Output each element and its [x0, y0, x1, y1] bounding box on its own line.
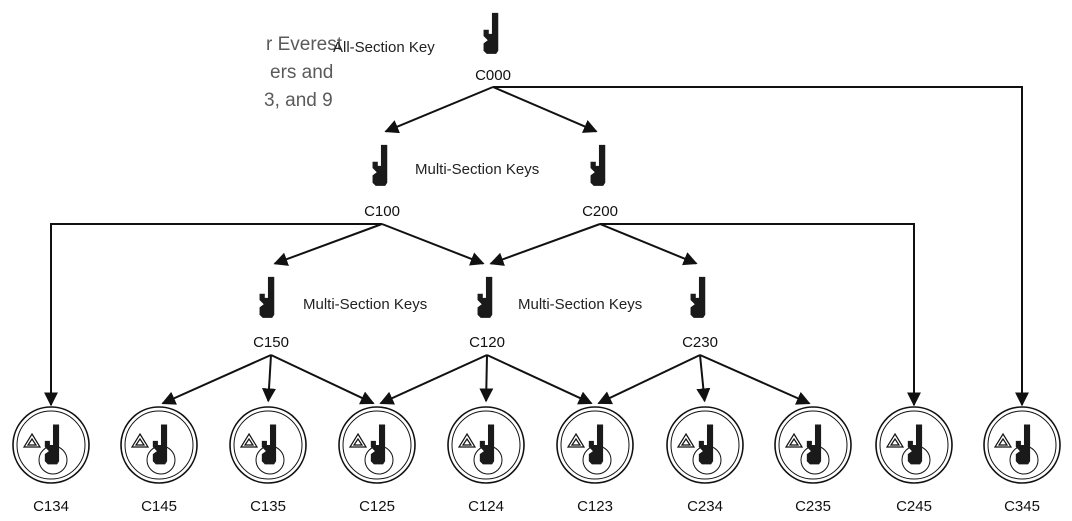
lock-cylinder-c234: C234 — [666, 406, 744, 515]
arrow-c100-to-c120 — [381, 223, 485, 266]
key-code-c000: C000 — [475, 67, 511, 84]
cylinder-inner-ring — [879, 410, 949, 480]
connector-arrows — [44, 86, 1029, 407]
lock-cylinder-c145: C145 — [120, 406, 198, 515]
brand-triangle-icon — [457, 432, 477, 448]
key-code-c150: C150 — [253, 334, 289, 351]
lock-cylinder-c125: C125 — [338, 406, 416, 515]
brand-triangle-icon — [676, 432, 696, 448]
arrow-c150-to-c125 — [270, 354, 375, 405]
arrow-c000-to-c100 — [384, 86, 494, 134]
arrow-c100-to-c134 — [44, 223, 382, 407]
lock-cylinder-c134: C134 — [12, 406, 90, 515]
arrow-c100-to-c150 — [273, 223, 383, 266]
arrow-c150-to-c145 — [161, 354, 272, 405]
cylinder-code-c245: C245 — [896, 498, 932, 515]
arrow-c230-to-c234 — [696, 354, 711, 403]
multi-section-keys-label: Multi-Section Keys — [518, 296, 642, 313]
brand-triangle-icon — [993, 432, 1013, 448]
arrow-c120-to-c125 — [379, 354, 488, 405]
brand-triangle-icon — [130, 432, 150, 448]
lock-cylinder-c124: C124 — [447, 406, 525, 515]
key-icon — [590, 144, 606, 186]
all-section-key-label: All-Section Key — [333, 39, 435, 56]
arrow-c120-to-c123 — [486, 354, 593, 405]
cylinder-inner-ring — [987, 410, 1057, 480]
multi-section-key-node-c200: C200 — [582, 144, 618, 220]
cylinder-inner-ring — [124, 410, 194, 480]
all-section-key-node: All-Section Key C000 — [333, 12, 511, 84]
key-icon — [372, 144, 388, 186]
lock-cylinder-c245: C245 — [875, 406, 953, 515]
lock-cylinder-c345: C345 — [983, 406, 1061, 515]
key-icon — [690, 276, 706, 318]
cylinder-inner-ring — [560, 410, 630, 480]
multi-section-keys-label: Multi-Section Keys — [415, 161, 539, 178]
brand-triangle-icon — [566, 432, 586, 448]
arrow-c000-to-c345 — [493, 86, 1029, 407]
brand-triangle-icon — [348, 432, 368, 448]
key-icon — [477, 276, 493, 318]
cylinder-code-c145: C145 — [141, 498, 177, 515]
key-code-c100: C100 — [364, 203, 400, 220]
brand-triangle-icon — [239, 432, 259, 448]
intro-line-2: ers and — [270, 62, 334, 83]
key-code-c230: C230 — [682, 334, 718, 351]
brand-triangle-icon — [885, 432, 905, 448]
cylinder-inner-ring — [778, 410, 848, 480]
cylinder-code-c124: C124 — [468, 498, 504, 515]
cylinder-code-c235: C235 — [795, 498, 831, 515]
arrow-c120-to-c124 — [479, 354, 494, 403]
multi-section-key-node-c230: C230 — [682, 276, 718, 351]
intro-text: r Everest ers and 3, and 9 — [0, 31, 343, 115]
cylinder-inner-ring — [342, 410, 412, 480]
arrow-c200-to-c230 — [599, 223, 698, 266]
arrow-c200-to-c120 — [489, 223, 601, 266]
key-icon — [259, 276, 275, 318]
cylinder-code-c135: C135 — [250, 498, 286, 515]
key-code-c200: C200 — [582, 203, 618, 220]
brand-triangle-icon — [784, 432, 804, 448]
key-code-c120: C120 — [469, 334, 505, 351]
arrow-c150-to-c135 — [262, 354, 276, 403]
cylinder-code-c345: C345 — [1004, 498, 1040, 515]
arrow-c000-to-c200 — [492, 86, 598, 133]
arrow-c230-to-c235 — [699, 354, 811, 405]
cylinder-code-c125: C125 — [359, 498, 395, 515]
multi-section-keys-label: Multi-Section Keys — [303, 296, 427, 313]
cylinder-code-c234: C234 — [687, 498, 723, 515]
cylinder-code-c123: C123 — [577, 498, 613, 515]
lock-cylinder-c123: C123 — [556, 406, 634, 515]
key-icon — [483, 12, 499, 54]
arrow-c230-to-c123 — [597, 354, 701, 405]
cylinder-inner-ring — [451, 410, 521, 480]
lock-cylinder-c135: C135 — [229, 406, 307, 515]
cylinder-inner-ring — [670, 410, 740, 480]
cylinder-code-c134: C134 — [33, 498, 69, 515]
lock-cylinder-c235: C235 — [774, 406, 852, 515]
arrow-c200-to-c245 — [600, 223, 921, 407]
cylinder-inner-ring — [16, 410, 86, 480]
multi-section-key-node-c100: C100 — [364, 144, 400, 220]
multi-section-key-node-c150: C150 — [253, 276, 289, 351]
brand-triangle-icon — [22, 432, 42, 448]
intro-line-3: 3, and 9 — [264, 90, 333, 111]
intro-line-1: r Everest — [266, 34, 343, 55]
cylinder-inner-ring — [233, 410, 303, 480]
multi-section-key-node-c120: C120 — [469, 276, 505, 351]
